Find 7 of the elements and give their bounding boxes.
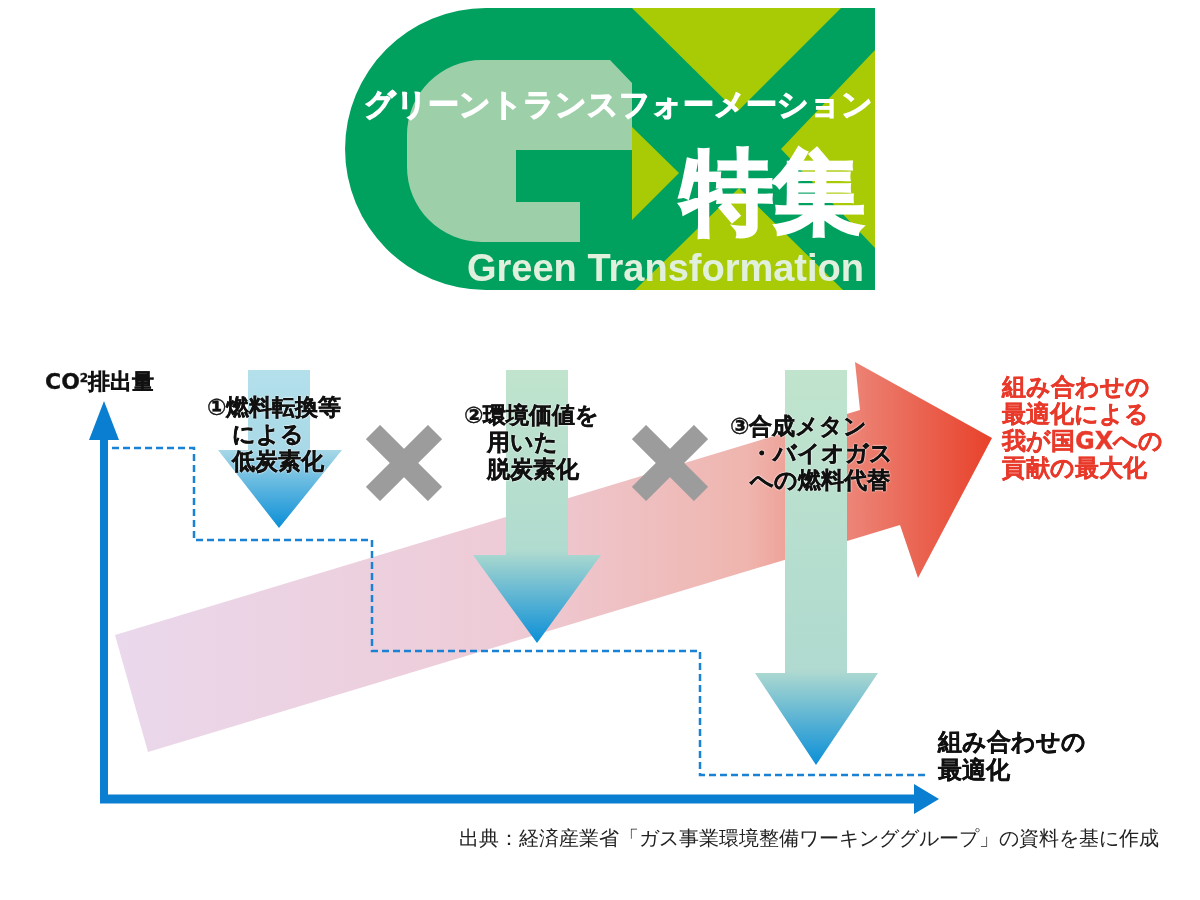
arrow-label: ③合成メタン・バイオガスへの燃料代替	[730, 413, 893, 494]
source-caption: 出典：経済産業省「ガス事業環境整備ワーキンググループ」の資料を基に作成	[459, 826, 1159, 850]
conclusion-text: 組み合わせの最適化による我が国GXへの貢献の最大化	[1002, 374, 1164, 482]
arrow-label: ②環境価値を用いた脱炭素化	[464, 402, 600, 483]
axis-label: CO$^{2}$排出量	[45, 369, 155, 395]
arrow-label: ①燃料転換等による低炭素化	[207, 394, 342, 475]
axis-label: 組み合わせの最適化	[938, 728, 1086, 784]
